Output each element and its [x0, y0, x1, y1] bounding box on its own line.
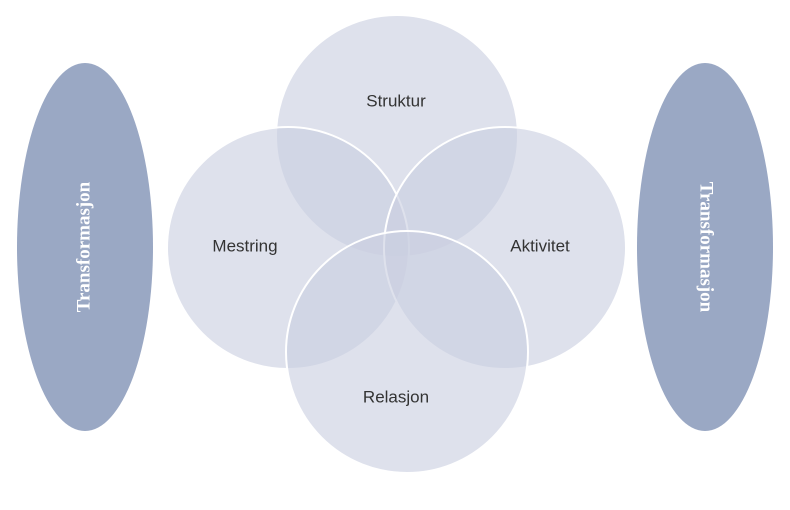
relasjon-label: Relasjon	[363, 387, 429, 406]
struktur-label: Struktur	[366, 91, 426, 110]
right-transformation-ellipse	[637, 63, 773, 431]
mestring-label: Mestring	[212, 236, 277, 255]
left-transformation-label: Transformasjon	[73, 181, 94, 312]
relasjon-circle	[285, 230, 529, 474]
right-transformation-label: Transformasjon	[696, 182, 717, 313]
left-transformation-ellipse	[17, 63, 153, 431]
aktivitet-label: Aktivitet	[510, 236, 570, 255]
